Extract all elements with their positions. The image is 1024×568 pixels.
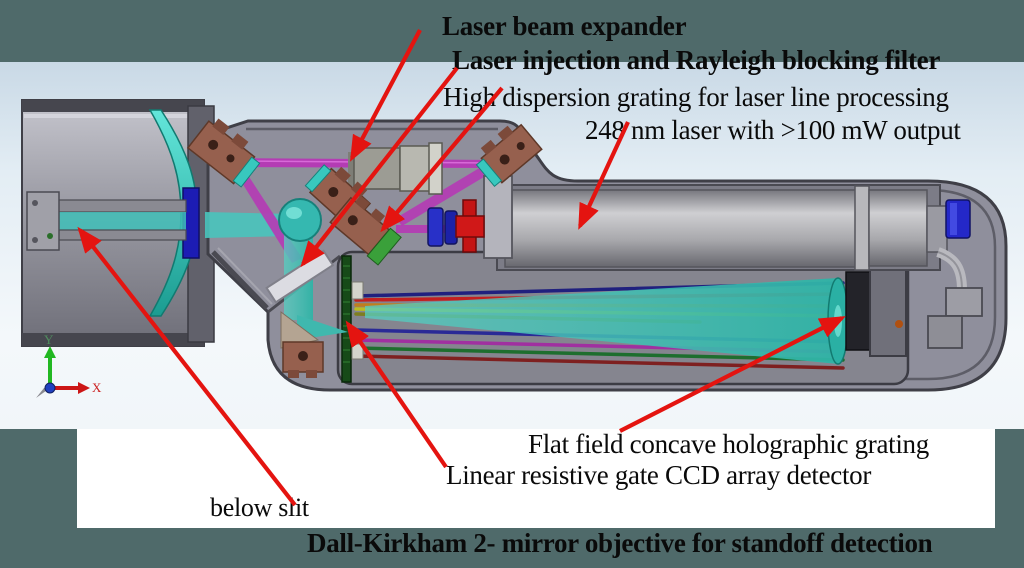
arrow-laser-injection-filter	[300, 66, 459, 268]
ccd-connector	[351, 281, 364, 300]
arrow-248nm-laser	[578, 121, 630, 230]
telescope-top-rim	[22, 100, 204, 112]
elbow-fitting	[927, 315, 963, 349]
origin-triad: X Y	[36, 332, 102, 398]
x-axis-label: X	[92, 380, 102, 395]
elbow-fitting	[945, 287, 983, 317]
arrow-flat-field-grating	[619, 316, 846, 433]
blue-lens	[444, 210, 458, 245]
label-linear-ccd-detector: Linear resistive gate CCD array detector	[446, 460, 872, 490]
arrow-below-slit	[77, 226, 297, 507]
label-below-slit: below slit	[210, 493, 309, 522]
arrow-high-dispersion-grating	[380, 86, 504, 233]
y-axis-arrow	[44, 346, 56, 358]
annotation-arrows	[77, 29, 846, 507]
label-flat-field-grating: Flat field concave holographic grating	[528, 429, 929, 459]
slit-bracket	[26, 191, 60, 251]
fold-mirror-mount	[186, 118, 261, 188]
indicator-dot	[895, 320, 903, 328]
label-panel	[77, 429, 995, 528]
arrow-linear-ccd-detector	[345, 320, 448, 469]
grating-mount	[869, 265, 907, 357]
fold-lens	[278, 198, 322, 242]
laser-fitting	[926, 205, 948, 253]
label-laser-injection-filter: Laser injection and Rayleigh blocking fi…	[452, 45, 941, 75]
holographic-grating	[845, 271, 871, 351]
blue-lens	[427, 207, 444, 247]
laser-end-cap	[868, 189, 928, 267]
slit-mount	[282, 341, 324, 378]
label-high-dispersion-grating: High dispersion grating for laser line p…	[443, 82, 949, 112]
label-248nm-laser: 248 nm laser with >100 mW output	[585, 115, 961, 145]
telescope-objective	[21, 99, 215, 347]
x-axis-arrow	[78, 382, 90, 394]
primary-mirror	[148, 109, 198, 317]
fold-mirror-mount	[475, 123, 543, 187]
telescope-bottom-rim	[22, 333, 204, 346]
laser-beam-diagonal-right	[396, 164, 494, 226]
blue-connector	[945, 199, 971, 239]
label-laser-beam-expander: Laser beam expander	[442, 11, 687, 41]
mounting-panel	[483, 175, 513, 259]
arrow-laser-beam-expander	[350, 29, 422, 162]
spectrograph-bay	[336, 250, 910, 386]
origin-point	[44, 382, 56, 394]
converging-beam-cone	[365, 278, 838, 364]
red-valve-body	[455, 215, 485, 238]
label-dall-kirkham-objective: Dall-Kirkham 2- mirror objective for sta…	[307, 528, 933, 558]
green-grating-element	[366, 227, 402, 266]
laser-assembly	[496, 184, 983, 349]
y-axis-label: Y	[44, 332, 54, 347]
tube-beam	[50, 212, 186, 230]
optical-bench	[186, 118, 543, 378]
laser-tube	[504, 189, 858, 268]
ccd-array-detector	[341, 255, 352, 383]
